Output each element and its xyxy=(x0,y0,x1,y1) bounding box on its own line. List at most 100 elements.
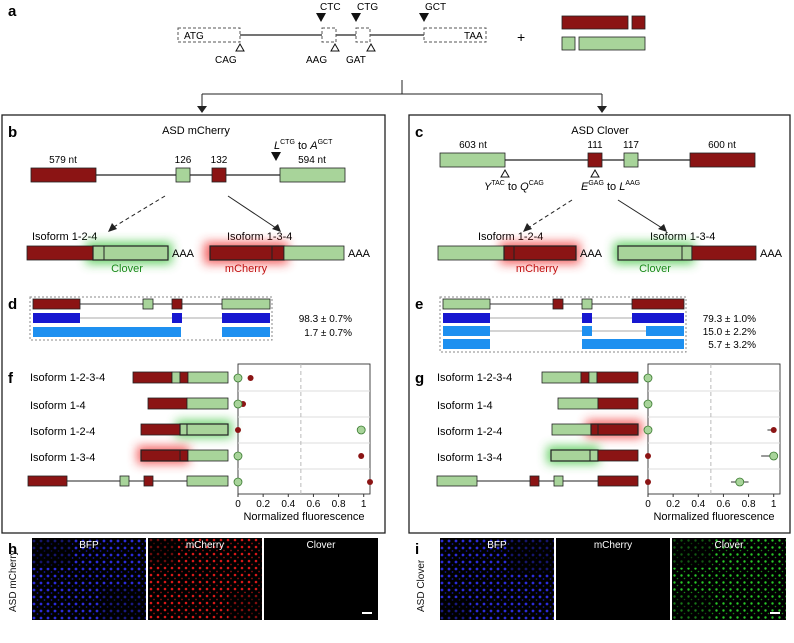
panel-label-a: a xyxy=(8,3,17,20)
clover-point xyxy=(643,373,653,383)
clover-fragment-1 xyxy=(561,36,576,51)
exon-579 xyxy=(30,167,97,183)
g-gene-exon1 xyxy=(436,475,478,487)
i-side-label: ASD Clover xyxy=(416,559,427,612)
panel-label-g: g xyxy=(415,370,424,387)
panel-label-e: e xyxy=(415,296,423,313)
mutation-open-triangle-c2 xyxy=(590,168,600,178)
panel-g: g Isoform 1-2-3-4 Isoform 1-4 Isoform 1-… xyxy=(415,363,781,523)
mcherry-label-b: mCherry xyxy=(225,263,268,275)
panel-e: e 79.3 ± 1.0% 15.0 ± 2.2% 5.7 ± 3.2% xyxy=(415,296,756,353)
g-iso2-exon4 xyxy=(597,397,639,410)
exon-111 xyxy=(587,152,603,168)
panel-c: c ASD Clover 603 nt 111 117 600 nt YTAC … xyxy=(415,124,783,275)
e-row4-exon1 xyxy=(443,339,490,349)
panel-d-frame xyxy=(29,296,273,341)
f-iso4-exon4 xyxy=(187,449,229,462)
i-bfp-label: BFP xyxy=(487,540,507,551)
plot-frame xyxy=(237,363,371,495)
g-row-label-2: Isoform 1-4 xyxy=(437,400,493,412)
i-scale-bar xyxy=(770,612,780,614)
clover-point xyxy=(769,451,779,461)
panel-label-c: c xyxy=(415,124,423,141)
exon-594 xyxy=(279,167,346,183)
g-row-label-1: Isoform 1-2-3-4 xyxy=(437,372,512,384)
exon-117 xyxy=(623,152,639,168)
g-row-label-3: Isoform 1-2-4 xyxy=(437,426,502,438)
isoform-124-b-exon-rest xyxy=(92,245,169,261)
e-row1-exon1 xyxy=(442,298,491,310)
x-tick-label: 0.6 xyxy=(306,499,320,510)
splice-arrow-124-b xyxy=(111,195,166,229)
panel-label-f: f xyxy=(8,370,14,387)
isoform-124-b-exon1 xyxy=(26,245,94,261)
atg-label: ATG xyxy=(184,31,204,42)
e-row1-exon3 xyxy=(581,298,593,310)
x-tick-label: 0.6 xyxy=(716,499,730,510)
clover-fragment-2 xyxy=(578,36,646,51)
x-tick-label: 0 xyxy=(645,499,651,510)
f-iso2-exon1 xyxy=(147,397,188,410)
panel-a: a ATG TAA CTC CTG GCT CAG AAG GAT + xyxy=(8,2,646,113)
clover-label-c: Clover xyxy=(639,263,671,275)
f-iso1-exon1 xyxy=(132,371,173,384)
f-row-label-1: Isoform 1-2-3-4 xyxy=(30,372,105,384)
nt-594-label: 594 nt xyxy=(298,155,326,166)
mutation-label-b: LCTG to AGCT xyxy=(274,139,333,152)
mutation-open-triangle-cag xyxy=(235,42,245,52)
panel-d: d 98.3 ± 0.7% 1.7 ± 0.7% xyxy=(8,296,352,341)
mcherry-fragment-2 xyxy=(631,15,646,30)
g-iso1-exon4 xyxy=(596,371,639,384)
x-tick-label: 0.2 xyxy=(256,499,270,510)
isoform-134-b-exon1 xyxy=(209,245,285,261)
nt-111-label: 111 xyxy=(587,140,603,151)
isoform-134-c-exon1 xyxy=(617,245,693,261)
clover-point xyxy=(643,399,653,409)
h-scale-bar xyxy=(362,612,372,614)
d-row1-exon2 xyxy=(142,298,154,310)
mcherry-point xyxy=(358,453,365,459)
splice-arrowhead-124-b xyxy=(108,223,117,232)
isoform-124-c-exon-rest xyxy=(503,245,577,261)
clover-point xyxy=(643,425,653,435)
aaa-124-c: AAA xyxy=(580,248,603,260)
f-row-label-3: Isoform 1-2-4 xyxy=(30,426,95,438)
f-row-label-2: Isoform 1-4 xyxy=(30,400,86,412)
e-value-2: 15.0 ± 2.2% xyxy=(703,327,756,338)
mutation-triangle-b xyxy=(271,152,281,161)
plot-frame xyxy=(647,363,781,495)
splice-arrow-124-c xyxy=(527,199,573,229)
exon3-box xyxy=(355,27,371,43)
mcherry-point xyxy=(367,479,373,485)
e-row1-exon2 xyxy=(552,298,564,310)
f-gene-exon1 xyxy=(27,475,68,487)
mcherry-point xyxy=(770,427,777,433)
panel-e-frame xyxy=(439,296,687,353)
i-mcherry-image: mCherry xyxy=(556,538,670,620)
mutation-triangle-ctc xyxy=(316,13,326,22)
arrow-right-head xyxy=(597,106,607,113)
clover-point xyxy=(233,373,243,383)
clover-label-b: Clover xyxy=(111,263,143,275)
g-iso2-exon1 xyxy=(557,397,599,410)
mutation-open-triangle-c1 xyxy=(500,168,510,178)
x-axis-label: Normalized fluorescence xyxy=(653,511,774,523)
panel-label-h: h xyxy=(8,541,17,558)
d-row2-exon3 xyxy=(172,313,182,323)
f-iso4-exon1 xyxy=(140,449,189,462)
isoform-134-label-b: Isoform 1-3-4 xyxy=(227,231,292,243)
panel-label-i: i xyxy=(415,541,419,558)
g-iso4-exon4 xyxy=(597,449,639,462)
mcherry-point xyxy=(235,427,241,433)
splice-arrowhead-134-b xyxy=(272,224,281,232)
clover-point xyxy=(233,477,243,487)
panel-box-left xyxy=(1,114,386,534)
d-row1-exon1 xyxy=(32,298,81,310)
e-row2-exon3 xyxy=(582,313,592,323)
f-iso1-exon2 xyxy=(171,371,181,384)
clover-point xyxy=(356,425,366,435)
gct-label: GCT xyxy=(425,2,446,13)
exon2-box xyxy=(321,27,337,43)
